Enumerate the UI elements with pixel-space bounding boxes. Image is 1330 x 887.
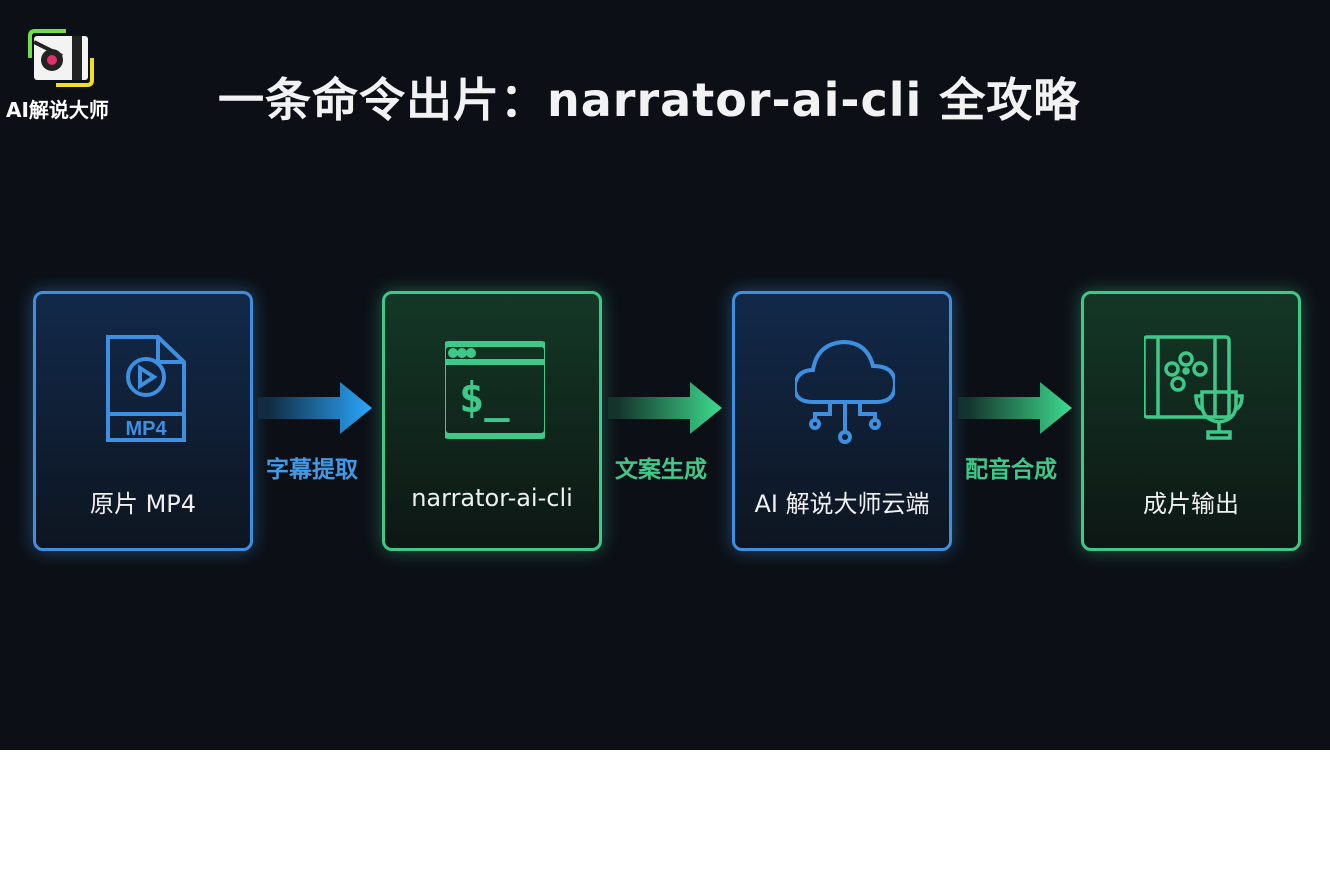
step-label: 成片输出 xyxy=(1143,490,1239,518)
svg-text:$_: $_ xyxy=(459,373,510,422)
cloud-network-icon xyxy=(795,339,895,444)
arrow-label: 文案生成 xyxy=(615,457,707,483)
arrow-label: 字幕提取 xyxy=(266,457,358,483)
step-source-mp4: MP4 原片 MP4 xyxy=(33,291,253,551)
film-trophy-icon xyxy=(1144,335,1244,440)
arrow-right-icon xyxy=(258,382,372,434)
page-title: 一条命令出片：narrator-ai-cli 全攻略 xyxy=(218,73,1081,127)
step-label: narrator-ai-cli xyxy=(411,484,573,512)
svg-text:MP4: MP4 xyxy=(125,418,167,440)
logo-text: AI解说大师 xyxy=(6,98,109,122)
diagram-canvas: AI解说大师 一条命令出片：narrator-ai-cli 全攻略 MP4 原片… xyxy=(0,0,1330,750)
step-label: AI 解说大师云端 xyxy=(754,490,930,518)
arrow-right-icon xyxy=(958,382,1072,434)
step-cloud: AI 解说大师云端 xyxy=(732,291,952,551)
step-label: 原片 MP4 xyxy=(89,490,197,518)
arrow-label: 配音合成 xyxy=(965,457,1057,483)
terminal-icon: $_ xyxy=(445,341,545,439)
narrator-ai-logo-icon xyxy=(28,29,94,87)
mp4-file-icon: MP4 xyxy=(106,335,186,442)
arrow-right-icon xyxy=(608,382,722,434)
step-narrator-cli: $_ narrator-ai-cli xyxy=(382,291,602,551)
step-output: 成片输出 xyxy=(1081,291,1301,551)
